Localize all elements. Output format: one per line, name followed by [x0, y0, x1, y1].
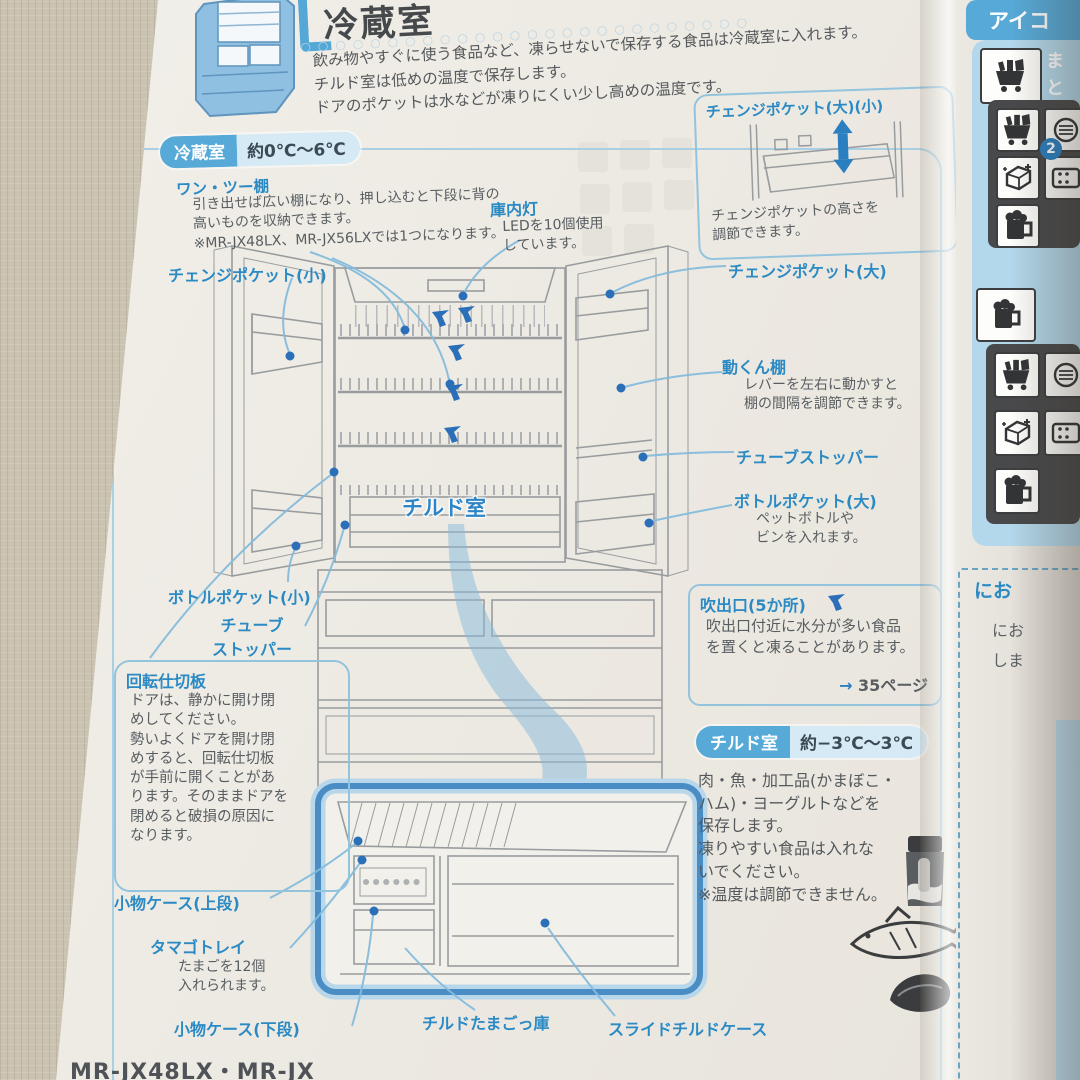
interior-light-desc: LEDを10個使用 しています。 [502, 215, 604, 255]
odor-note-body: にお しま [992, 621, 1025, 671]
page-curl-shadow [1010, 0, 1080, 1080]
outlet-cursor-icon [828, 594, 845, 611]
fridge-thumbnail-illustration [195, 0, 295, 118]
bottle-pocket-large-desc: ペットボトルや ビンを入れます。 [756, 511, 867, 547]
icon-panel-2 [986, 344, 1080, 524]
link-arrow-icon: → [839, 676, 853, 695]
badge-temp: 約−3℃〜3℃ [790, 726, 928, 758]
tube-stopper-left-label: チューブ ストッパー [212, 616, 293, 659]
one-two-shelf-desc: 引き出せば広い棚になり、押し込むと下段に背の 高いものを収納できます。 ※MR-… [192, 186, 505, 252]
chilled-room-desc: 肉・魚・加工品(かまぼこ・ ハム)・ヨーグルトなどを 保存します。 凍りやすい食… [698, 771, 897, 904]
sidebar-header-title: アイコ [966, 0, 1080, 35]
change-pocket-illustration [749, 119, 904, 201]
moving-shelf-label: 動くん棚 [722, 358, 787, 377]
chilled-room-diagram-label: チルド室 [402, 496, 486, 520]
air-outlet-box: 吹出口(5か所) 吹出口付近に水分が多い食品 を置くと凍ることがあります。 → … [688, 584, 942, 706]
change-pocket-box: チェンジポケット(大)(小) チェンジポケットの高さを 調節できます。 [693, 85, 959, 261]
bottle-pocket-small-label: ボトルポケット(小) [168, 588, 311, 607]
ghost-mark [620, 140, 650, 170]
air-outlet-page-link: → 35ページ [839, 676, 928, 695]
rotating-partition-box: 回転仕切板 ドアは、静かに開け閉 めしてください。 勢いよくドアを開け閉 めする… [114, 660, 350, 892]
beer-tile [976, 288, 1036, 342]
ghost-mark [580, 184, 610, 214]
icon-panel-1 [988, 100, 1080, 248]
ghost-mark [662, 138, 692, 168]
change-pocket-large-label: チェンジポケット(大) [728, 262, 887, 281]
footer-model-text: MR-JX48LX・MR-JX [70, 1060, 315, 1080]
ghost-mark [664, 180, 694, 210]
small-case-lower-label: 小物ケース(下段) [174, 1020, 300, 1039]
vent-cursor-icon [448, 344, 465, 361]
chilled-egg-box-label: チルドたまごっ庫 [422, 1014, 550, 1033]
ghost-mark [578, 142, 608, 172]
egg-tray-desc: たまごを12個 入れられます。 [178, 959, 275, 995]
bottle-pocket-large-label: ボトルポケット(大) [734, 492, 877, 511]
ghost-mark [622, 182, 652, 212]
odor-note-box: にお にお しま [958, 568, 1080, 1080]
ghost-mark [582, 226, 612, 256]
chilled-room-temp-badge: チルド室 約−3℃〜3℃ [696, 726, 928, 758]
note-inner-panel [1056, 720, 1080, 1080]
change-pocket-box-caption: チェンジポケットの高さを 調節できます。 [710, 199, 880, 244]
vent-cursor-icon [432, 310, 449, 327]
moving-shelf-desc: レバーを左右に動かすと 棚の間隔を調節できます。 [744, 377, 911, 413]
sidebar-header-band: アイコ [966, 0, 1080, 40]
step-2-badge: 2 [1040, 138, 1062, 160]
slide-chilled-case-label: スライドチルドケース [608, 1020, 768, 1039]
air-outlet-body: 吹出口付近に水分が多い食品 を置くと凍ることがあります。 [706, 617, 915, 656]
tube-stopper-right-label: チューブストッパー [736, 448, 880, 467]
cart-tile [980, 48, 1042, 104]
small-case-upper-label: 小物ケース(上段) [114, 894, 240, 913]
air-outlet-title: 吹出口(5か所) [700, 596, 806, 615]
badge-name: チルド室 [696, 726, 790, 758]
change-pocket-small-label: チェンジポケット(小) [168, 266, 327, 285]
rotating-partition-desc: ドアは、静かに開け閉 めしてください。 勢いよくドアを開け閉 めすると、回転仕切… [130, 693, 289, 844]
odor-note-header: にお [974, 580, 1013, 602]
rotating-partition-title: 回転仕切板 [126, 672, 207, 691]
egg-tray-label: タマゴトレイ [150, 938, 247, 957]
